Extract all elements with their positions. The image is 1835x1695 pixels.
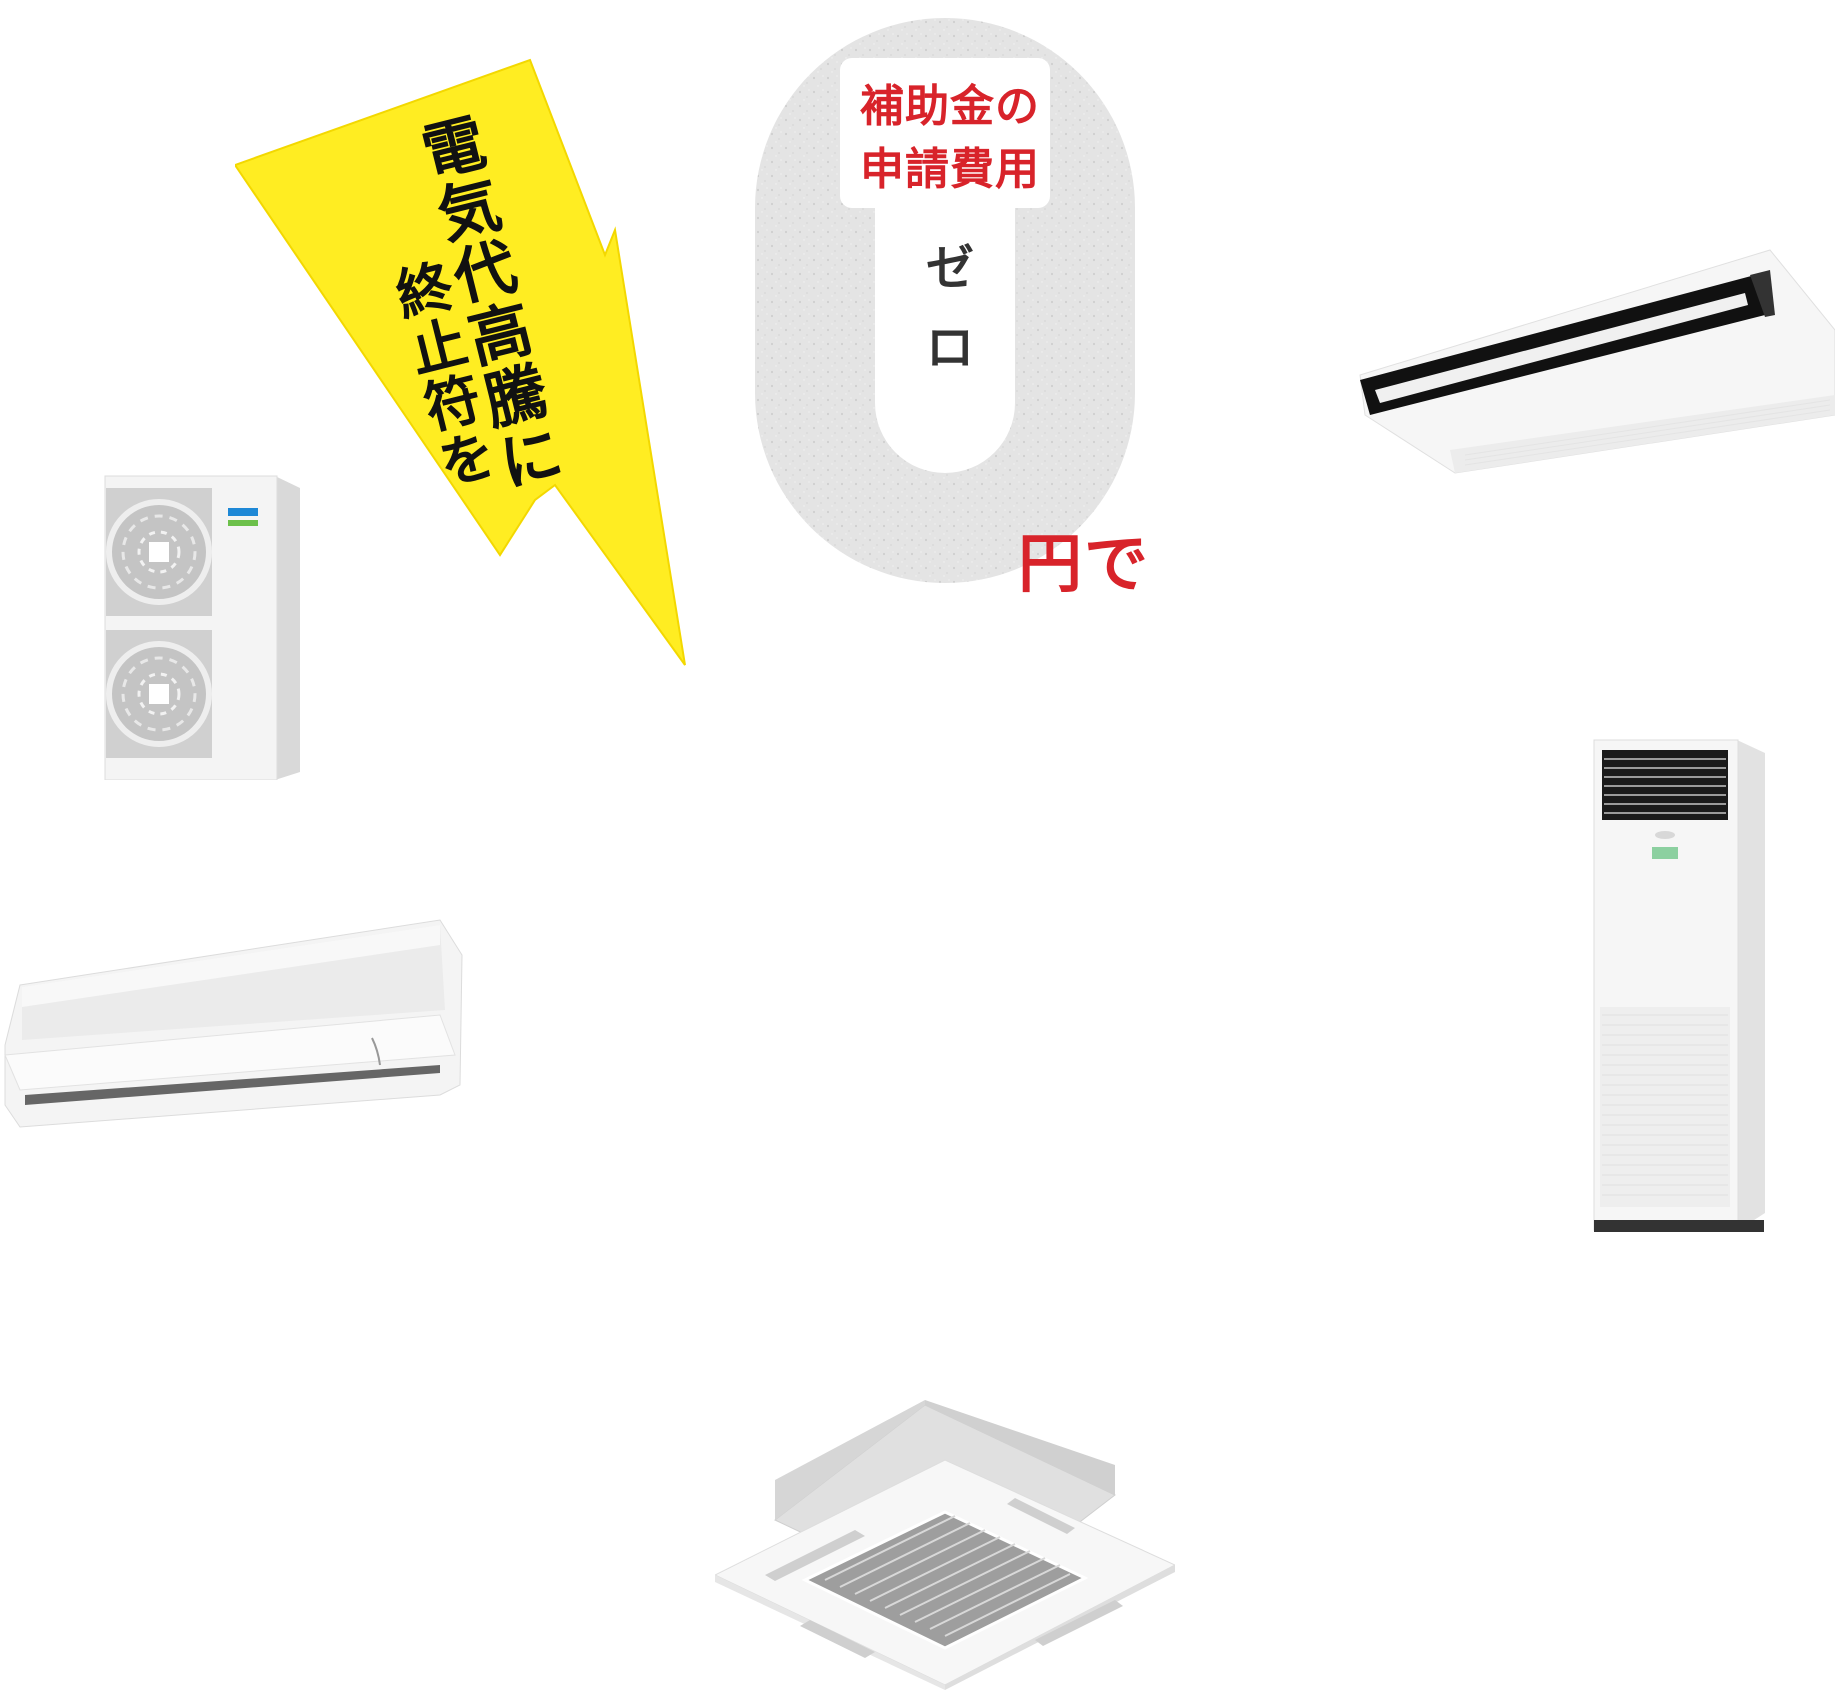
outdoor-unit — [100, 470, 305, 781]
ceiling-suspended-ac-icon — [1359, 249, 1835, 474]
wall-mounted-ac — [0, 915, 465, 1130]
zero-shape-icon — [755, 18, 1135, 583]
zero-label-1: ゼ — [925, 240, 974, 296]
yen-suffix: 円で — [1018, 528, 1150, 602]
wall-mounted-ac-icon — [4, 919, 463, 1128]
badge-line1: 補助金の — [860, 81, 1040, 132]
lightning-banner: 電気代高騰に 終止符を — [233, 55, 705, 675]
ceiling-suspended-ac — [1345, 245, 1835, 475]
zero-yen-badge: 補助金の 申請費用 ゼ ロ — [755, 18, 1145, 583]
badge-line2: 申請費用 — [860, 144, 1040, 195]
zero-label-2: ロ — [925, 320, 974, 376]
floor-standing-ac-icon — [1593, 739, 1765, 1232]
floor-standing-ac — [1590, 735, 1770, 1235]
lightning-bolt-icon — [233, 58, 686, 666]
ceiling-cassette-ac-icon — [713, 1400, 1177, 1690]
outdoor-unit-icon — [104, 475, 300, 781]
ceiling-cassette-ac — [713, 1400, 1177, 1690]
